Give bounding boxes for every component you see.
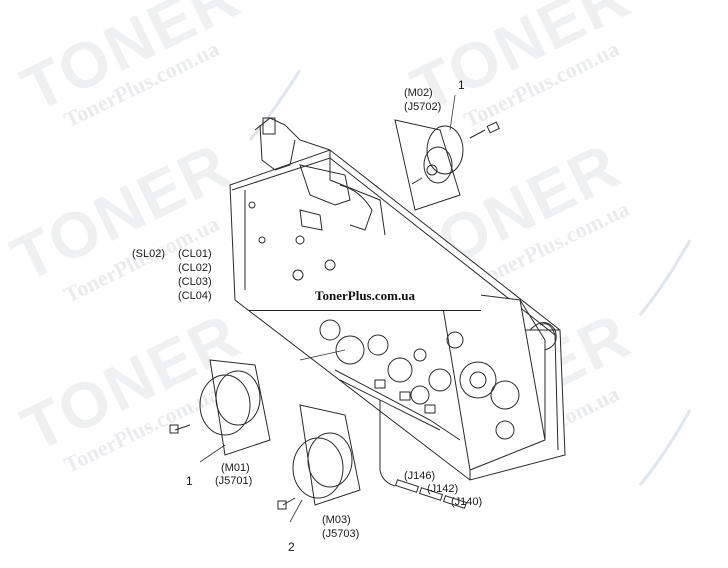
- label-motor-m03: (M03): [322, 514, 351, 526]
- motor-m01: [169, 359, 271, 456]
- motor-m03: [277, 404, 361, 510]
- label-connector-j146: (J146): [404, 470, 436, 482]
- callout-index-top: 1: [458, 78, 465, 92]
- motor-m02: [394, 119, 500, 211]
- label-clutch-cl03: (CL03): [178, 276, 212, 288]
- label-connector-j142: (J142): [427, 483, 459, 495]
- callout-index-bottom: 2: [288, 540, 295, 554]
- label-clutch-cl01: (CL01): [178, 248, 212, 260]
- label-connector-j5701: (J5701): [215, 475, 253, 487]
- label-connector-j5703: (J5703): [322, 528, 360, 540]
- caption-box: TonerPlus.com.ua: [249, 281, 481, 311]
- caption-site-text: TonerPlus.com.ua: [315, 288, 415, 303]
- label-motor-m01: (M01): [221, 462, 250, 474]
- connector-harness: [379, 400, 468, 509]
- label-solenoid-sl02: (SL02): [132, 248, 166, 260]
- gear-train: [319, 319, 461, 441]
- upper-mechanism: [254, 117, 373, 231]
- gear-plate: [413, 289, 557, 471]
- label-clutch-cl04: (CL04): [178, 290, 212, 302]
- label-connector-j5702: (J5702): [404, 101, 442, 113]
- callout-index-left: 1: [186, 474, 193, 488]
- label-connector-j140: (J140): [451, 496, 483, 508]
- label-motor-m02: (M02): [404, 87, 433, 99]
- watermark-swoosh: [248, 69, 692, 486]
- label-clutch-cl02: (CL02): [178, 262, 212, 274]
